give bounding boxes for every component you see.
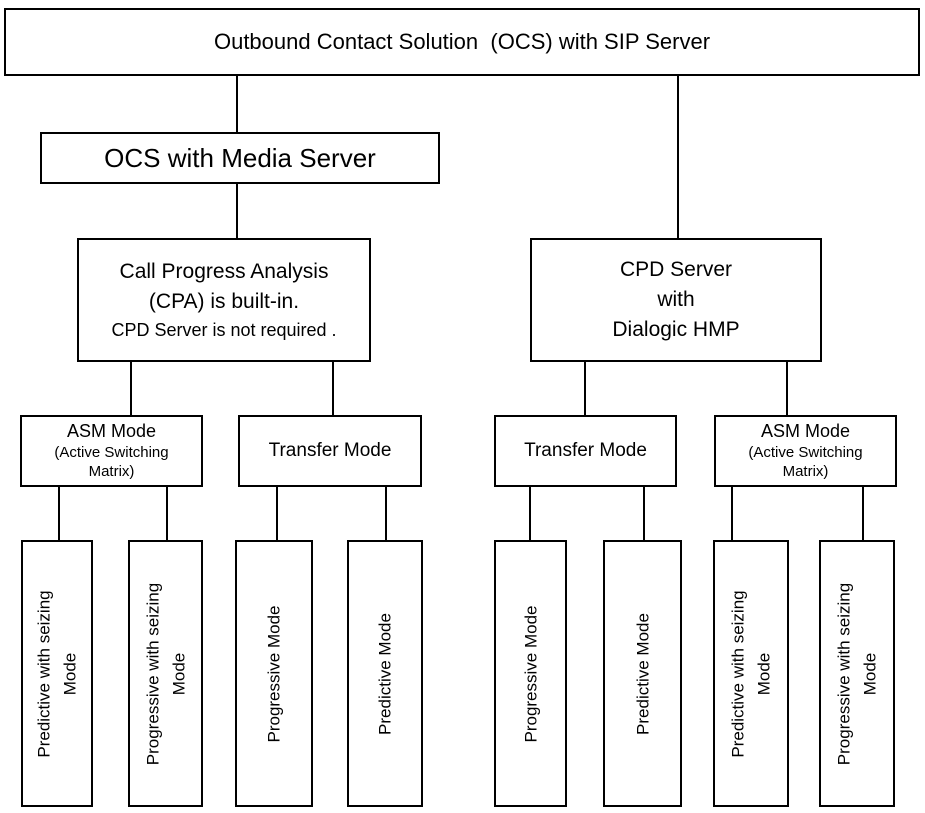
leaf-label: Progressive Mode (518, 549, 544, 799)
leaf-progressive-with-seizing-mode-2: Progressive with seizing Mode (819, 540, 895, 807)
node-sub-line: (Active Switching (54, 443, 169, 461)
leaf-label: Predictive with seizing Mode (32, 549, 83, 799)
connector-cpd-to-asm-right (786, 360, 788, 417)
connector-transfer-left-to-leaf4 (385, 485, 387, 542)
connector-asm-right-to-leaf7 (731, 485, 733, 542)
leaf-label: Predictive with seizing Mode (726, 549, 777, 799)
connector-asm-right-to-leaf8 (862, 485, 864, 542)
leaf-predictive-mode-2: Predictive Mode (603, 540, 682, 807)
leaf-label-line: Progressive with seizing (834, 582, 854, 765)
node-asm-mode-right: ASM Mode (Active Switching Matrix) (714, 415, 897, 487)
leaf-label-line: Mode (754, 652, 773, 695)
node-title: ASM Mode (66, 421, 157, 442)
node-sub-line: Matrix) (88, 463, 135, 481)
node-title: Transfer Mode (524, 440, 647, 461)
node-title-line: (CPA) is built-in. (148, 289, 300, 313)
leaf-label-line: Predictive with seizing (728, 589, 748, 758)
node-title-line: Call Progress Analysis (119, 260, 329, 284)
leaf-label: Predictive Mode (372, 549, 398, 799)
leaf-progressive-mode-2: Progressive Mode (494, 540, 567, 807)
leaf-progressive-mode-1: Progressive Mode (235, 540, 313, 807)
connector-transfer-left-to-leaf3 (276, 485, 278, 542)
leaf-label-line: Predictive Mode (632, 612, 652, 735)
connector-cpa-to-transfer-left (332, 360, 334, 417)
node-ocs-media-server: OCS with Media Server (40, 132, 440, 184)
leaf-progressive-with-seizing-mode-1: Progressive with seizing Mode (128, 540, 203, 807)
leaf-label: Progressive Mode (261, 549, 287, 799)
node-cpd-server: CPD Server with Dialogic HMP (530, 238, 822, 362)
leaf-predictive-mode-1: Predictive Mode (347, 540, 423, 807)
leaf-label: Progressive with seizing Mode (140, 549, 191, 799)
leaf-predictive-with-seizing-mode-2: Predictive with seizing Mode (713, 540, 789, 807)
node-sub-line: (Active Switching (748, 443, 863, 461)
connector-cpd-to-transfer-right (584, 360, 586, 417)
node-title: Outbound Contact Solution (OCS) with SIP… (213, 29, 711, 54)
node-subtitle: CPD Server is not required . (111, 319, 337, 340)
node-title-line: with (657, 288, 695, 312)
node-transfer-mode-left: Transfer Mode (238, 415, 422, 487)
leaf-label-line: Predictive with seizing (34, 589, 54, 758)
node-call-progress-analysis: Call Progress Analysis (CPA) is built-in… (77, 238, 371, 362)
leaf-label-line: Mode (60, 652, 79, 695)
leaf-label: Predictive Mode (630, 549, 656, 799)
connector-asm-left-to-leaf2 (166, 485, 168, 542)
connector-root-to-cpd (677, 74, 679, 240)
connector-transfer-right-to-leaf6 (643, 485, 645, 542)
leaf-label-line: Mode (168, 652, 188, 695)
node-title: ASM Mode (760, 421, 851, 442)
leaf-label: Progressive with seizing Mode (832, 549, 883, 799)
connector-asm-left-to-leaf1 (58, 485, 60, 542)
node-sub-line: Matrix) (782, 463, 829, 481)
connector-transfer-right-to-leaf5 (529, 485, 531, 542)
node-title: Transfer Mode (268, 440, 392, 461)
node-ocs-sip-server: Outbound Contact Solution (OCS) with SIP… (4, 8, 920, 76)
leaf-label-line: Mode (860, 652, 879, 695)
connector-root-to-media (236, 74, 238, 134)
connector-cpa-to-asm-left (130, 360, 132, 417)
node-title: OCS with Media Server (104, 142, 376, 173)
leaf-label-line: Progressive with seizing (143, 582, 162, 765)
leaf-label-line: Predictive Mode (375, 612, 395, 735)
node-title-line: CPD Server (619, 258, 733, 282)
connector-media-to-cpa (236, 182, 238, 240)
leaf-label-line: Progressive Mode (264, 605, 284, 743)
node-title-line: Dialogic HMP (612, 317, 740, 341)
leaf-predictive-with-seizing-mode-1: Predictive with seizing Mode (21, 540, 93, 807)
leaf-label-line: Progressive Mode (520, 605, 540, 743)
node-transfer-mode-right: Transfer Mode (494, 415, 677, 487)
node-asm-mode-left: ASM Mode (Active Switching Matrix) (20, 415, 203, 487)
